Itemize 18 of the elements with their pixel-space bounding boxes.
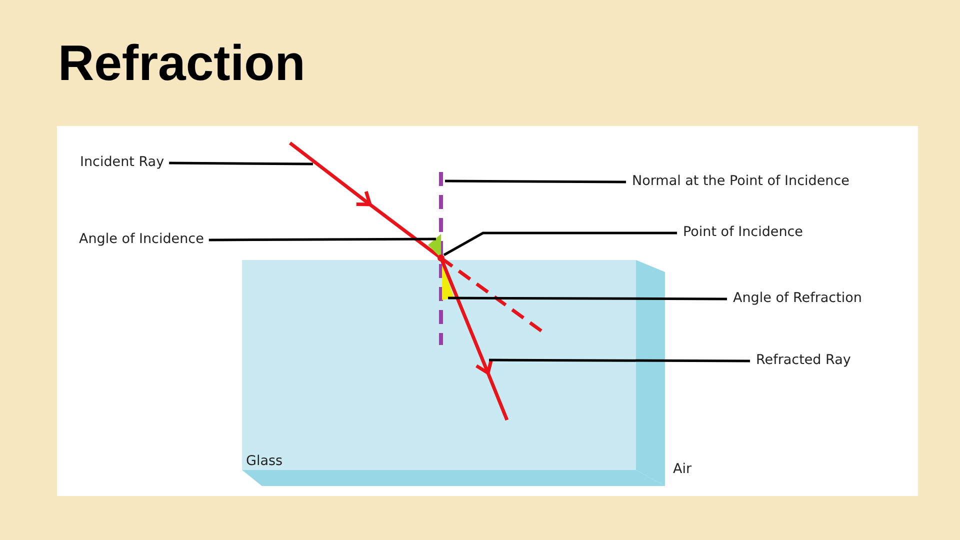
- part-label: Incident Ray: [80, 154, 164, 170]
- leader-line: [489, 358, 750, 362]
- leader-line: [169, 162, 313, 166]
- angle-of-incidence-wedge: [428, 234, 441, 258]
- leader-line: [443, 232, 677, 256]
- medium-label: Air: [673, 461, 692, 477]
- medium-label: Glass: [246, 453, 283, 469]
- leader-line: [208, 238, 436, 242]
- leader-line: [448, 296, 727, 300]
- point-of-incidence-dot: [438, 254, 444, 262]
- part-label: Normal at the Point of Incidence: [632, 173, 850, 189]
- part-label: Angle of Refraction: [733, 290, 862, 306]
- leader-line: [445, 180, 626, 184]
- part-label: Point of Incidence: [683, 224, 803, 240]
- slide-title: Refraction: [58, 36, 306, 91]
- normal-line: [439, 172, 443, 345]
- part-label: Angle of Incidence: [79, 231, 204, 247]
- part-label: Refracted Ray: [756, 352, 851, 368]
